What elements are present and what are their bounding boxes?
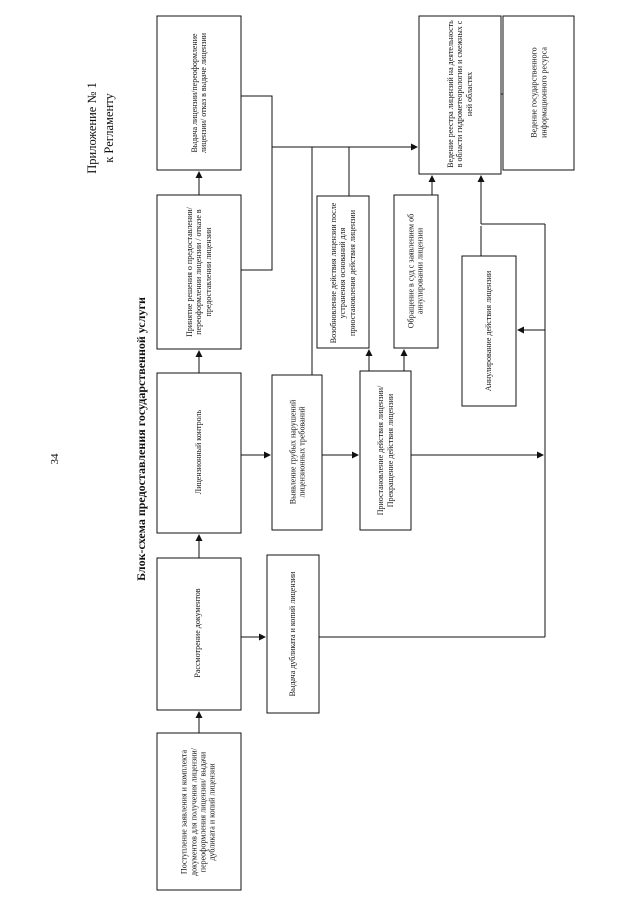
label-annulment: Аннулирование действия лицензии [484,270,494,392]
box-annulment [461,255,517,407]
line-decision-to-main [241,147,273,271]
box-duplicate [266,554,320,714]
label-decision: Принятие решения о предоставлении/переоф… [184,207,213,337]
label-registry: Ведение реестра лицензий на деятельность… [445,20,474,168]
appendix-label: Приложение № 1 к Регламенту [83,63,119,193]
box-court [393,194,439,349]
label-review: Рассмотрение документов [193,588,203,678]
appendix-line-1: Приложение № 1 [85,82,100,174]
box-state-resource [502,15,575,171]
box-resumption [316,195,370,349]
box-violations [271,374,323,531]
label-resumption: Возобновление действия лицензии после ус… [328,202,357,344]
label-issuance: Выдача лицензии/переоформление лицензии/… [189,32,208,154]
label-court: Обращение в суд с заявлением об аннулиро… [406,213,425,329]
label-duplicate: Выдача дубликата и копий лицензии [288,571,298,697]
page-number: 34 [48,453,61,465]
box-issuance [156,15,242,171]
page-title: Блок-схема предоставления государственно… [133,297,148,581]
label-state-resource: Ведение государственного информационного… [529,47,548,138]
label-application: Поступление заявления и комплекта докуме… [179,748,217,876]
appendix-line-2: к Регламенту [102,93,116,163]
box-registry [418,15,502,175]
line-issuance-to-main [241,95,273,147]
label-violations: Выявление грубых нарушений лицензионных … [288,399,307,505]
label-suspension: Приостановление действия лицензии/ Прекр… [376,385,395,516]
box-suspension [359,370,412,531]
label-license-control: Лицензионный контроль [194,409,204,495]
